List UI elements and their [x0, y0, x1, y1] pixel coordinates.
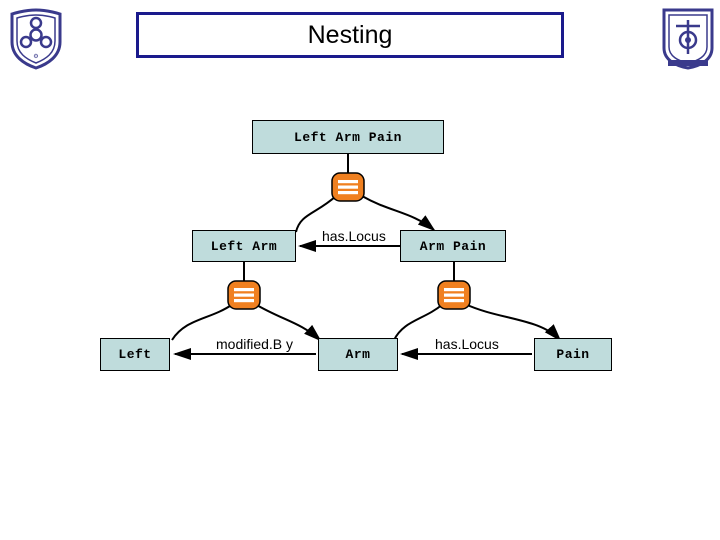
edge-junction-top-to-arm-pain [361, 195, 436, 232]
node-arm[interactable]: Arm [318, 338, 398, 371]
title-box [136, 12, 564, 58]
logo-right-crest-icon [662, 8, 714, 70]
edge-junction-right-to-arm [393, 303, 444, 341]
junction-right [437, 280, 471, 310]
junction-top [331, 172, 365, 202]
node-pain[interactable]: Pain [534, 338, 612, 371]
edge-label-modified-by: modified.B y [216, 336, 294, 352]
edge-label-has-locus-lower: has.Locus [435, 336, 499, 352]
node-left-arm-pain[interactable]: Left Arm Pain [252, 120, 444, 154]
edge-junction-left-to-left [171, 303, 234, 341]
edge-junction-top-to-left-arm [295, 195, 337, 233]
edge-junction-left-to-arm [254, 303, 322, 342]
logo-left-crest-icon: ⚙ [10, 8, 62, 70]
node-left[interactable]: Left [100, 338, 170, 371]
node-left-arm[interactable]: Left Arm [192, 230, 296, 262]
edge-label-has-locus-upper: has.Locus [322, 228, 386, 244]
svg-text:⚙: ⚙ [33, 53, 38, 60]
junction-left [227, 280, 261, 310]
node-arm-pain[interactable]: Arm Pain [400, 230, 506, 262]
page-title: Nesting [307, 20, 393, 49]
edge-junction-right-to-pain [464, 303, 562, 342]
